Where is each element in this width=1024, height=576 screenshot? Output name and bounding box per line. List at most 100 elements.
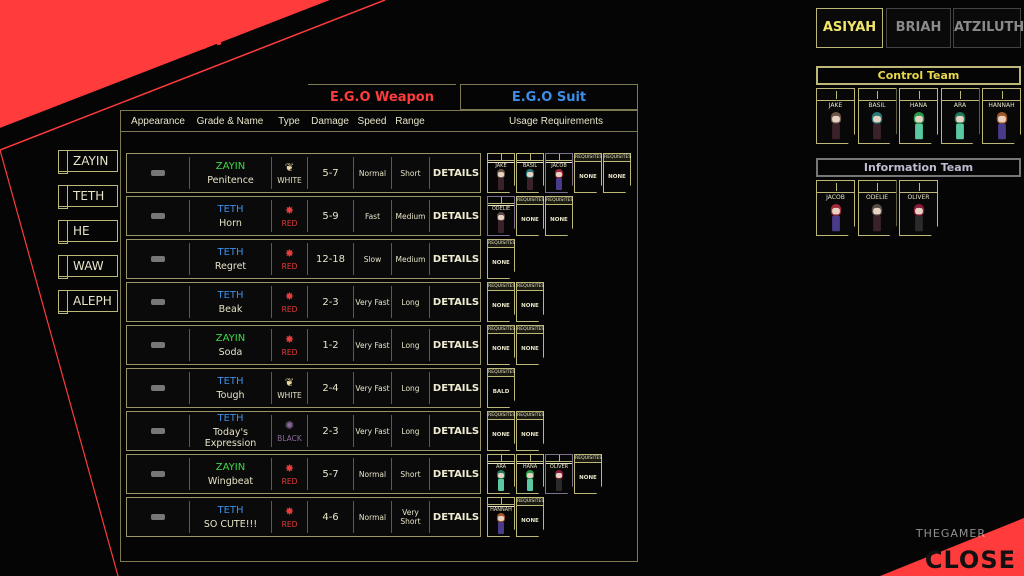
damage-type-red-icon: ✸ — [284, 246, 295, 260]
weapon-sprite-icon — [151, 342, 165, 348]
agent-card-basil[interactable]: BASIL — [857, 88, 897, 144]
character-portrait — [524, 470, 536, 492]
damage-type: ❦WHITE — [271, 157, 307, 189]
details-button[interactable]: DETAILS — [432, 167, 480, 179]
details-button[interactable]: DETAILS — [432, 296, 480, 308]
details-button[interactable]: DETAILS — [432, 425, 480, 437]
agent-card-odelie[interactable]: ODELIE — [857, 180, 897, 236]
damage-type-red-icon: ✸ — [284, 289, 295, 303]
speed-value: Very Fast — [355, 297, 390, 307]
agent-name: HANA — [909, 102, 928, 109]
requirement-card: REQUISITES NONE — [574, 153, 602, 193]
grade-filter-he[interactable]: HE — [58, 220, 118, 244]
weapon-grade: TETH — [217, 504, 244, 516]
weapon-name: Soda — [218, 346, 243, 358]
weapon-name: Regret — [214, 260, 247, 272]
weapon-sprite-icon — [151, 428, 165, 434]
weapon-grade: TETH — [217, 289, 244, 301]
character-portrait — [553, 169, 565, 191]
character-portrait — [495, 470, 507, 492]
details-button[interactable]: DETAILS — [432, 468, 480, 480]
requisites-label: REQUISITES — [575, 154, 603, 162]
damage-type: ✸RED — [271, 458, 307, 490]
requirement-card: REQUISITES NONE — [603, 153, 631, 193]
agent-card-oliver[interactable]: OLIVER — [899, 180, 938, 236]
damage-value: 2-3 — [322, 296, 339, 308]
damage-type-red-icon: ✸ — [284, 332, 295, 346]
weapon-name: Penitence — [207, 174, 254, 186]
weapon-name: Wingbeat — [207, 475, 254, 487]
col-speed: Speed — [357, 116, 387, 127]
agent-card-hannah[interactable]: HANNAH — [982, 88, 1021, 144]
requisites-value: BALD — [492, 389, 510, 395]
requirement-agent-card: ARA — [487, 454, 515, 494]
weapon-name: SO CUTE!!! — [203, 518, 258, 530]
team-header[interactable]: Information Team — [816, 158, 1021, 177]
world-tab-atziluth[interactable]: ATZILUTH — [953, 8, 1024, 48]
agent-name: JACOB — [546, 162, 572, 169]
requirement-agent-card: JACOB — [545, 153, 573, 193]
details-button[interactable]: DETAILS — [432, 253, 480, 265]
agent-card-jacob[interactable]: JACOB — [816, 180, 855, 236]
tab-ego-suit[interactable]: E.G.O Suit — [460, 84, 638, 110]
agent-card-jake[interactable]: JAKE — [816, 88, 855, 144]
requisites-label: REQUISITES — [488, 412, 516, 420]
damage-type-white-icon: ❦ — [284, 375, 295, 389]
details-button[interactable]: DETAILS — [432, 210, 480, 222]
details-button[interactable]: DETAILS — [432, 382, 480, 394]
close-button[interactable]: CLOSE — [924, 546, 1016, 574]
requisites-label: REQUISITES — [517, 498, 545, 506]
damage-type-black-icon: ✺ — [284, 418, 295, 432]
agent-card-hana[interactable]: HANA — [899, 88, 938, 144]
watermark: THEGAMER — [915, 527, 986, 540]
requisites-label: REQUISITES — [575, 455, 603, 463]
world-tab-briah[interactable]: BRIAH — [886, 8, 951, 48]
details-button[interactable]: DETAILS — [432, 511, 480, 523]
character-portrait — [828, 204, 844, 233]
requirement-agent-card: BASIL — [516, 153, 544, 193]
weapon-sprite-icon — [151, 471, 165, 477]
grade-filter-teth[interactable]: TETH — [58, 185, 118, 209]
agent-card-ara[interactable]: ARA — [940, 88, 980, 144]
requisites-label: REQUISITES — [517, 197, 545, 205]
grade-filter-waw[interactable]: WAW — [58, 255, 118, 279]
weapon-sprite-icon — [151, 514, 165, 520]
team-header[interactable]: Control Team — [816, 66, 1021, 85]
character-portrait — [828, 112, 844, 141]
range-value: Medium — [395, 211, 426, 221]
world-tab-asiyah[interactable]: ASIYAH — [816, 8, 883, 48]
tab-ego-weapon[interactable]: E.G.O Weapon — [308, 84, 456, 110]
weapon-appearance — [127, 415, 189, 447]
requisites-value: NONE — [492, 303, 510, 309]
details-button[interactable]: DETAILS — [432, 339, 480, 351]
speed-value: Very Fast — [355, 340, 390, 350]
damage-value: 5-7 — [322, 468, 339, 480]
requirement-agent-card: HANNAH — [487, 497, 515, 537]
requisites-value: NONE — [579, 174, 597, 180]
character-portrait — [952, 112, 968, 141]
grade-filter-aleph[interactable]: ALEPH — [58, 290, 118, 314]
damage-type-white-icon: ❦ — [284, 160, 295, 174]
requisites-label: REQUISITES — [488, 369, 516, 377]
agent-name: ODELIE — [488, 205, 514, 212]
requisites-value: NONE — [608, 174, 626, 180]
speed-value: Normal — [358, 469, 387, 479]
character-portrait — [524, 169, 536, 191]
speed-value: Normal — [358, 512, 387, 522]
weapon-name: Horn — [219, 217, 242, 229]
table-header: Appearance Grade & Name Type Damage Spee… — [120, 110, 638, 132]
range-value: Long — [401, 340, 420, 350]
speed-value: Slow — [363, 254, 382, 264]
requisites-label: REQUISITES — [604, 154, 632, 162]
col-appearance: Appearance — [131, 116, 185, 127]
character-portrait — [495, 212, 507, 234]
grade-filter-zayin[interactable]: ZAYIN — [58, 150, 118, 174]
